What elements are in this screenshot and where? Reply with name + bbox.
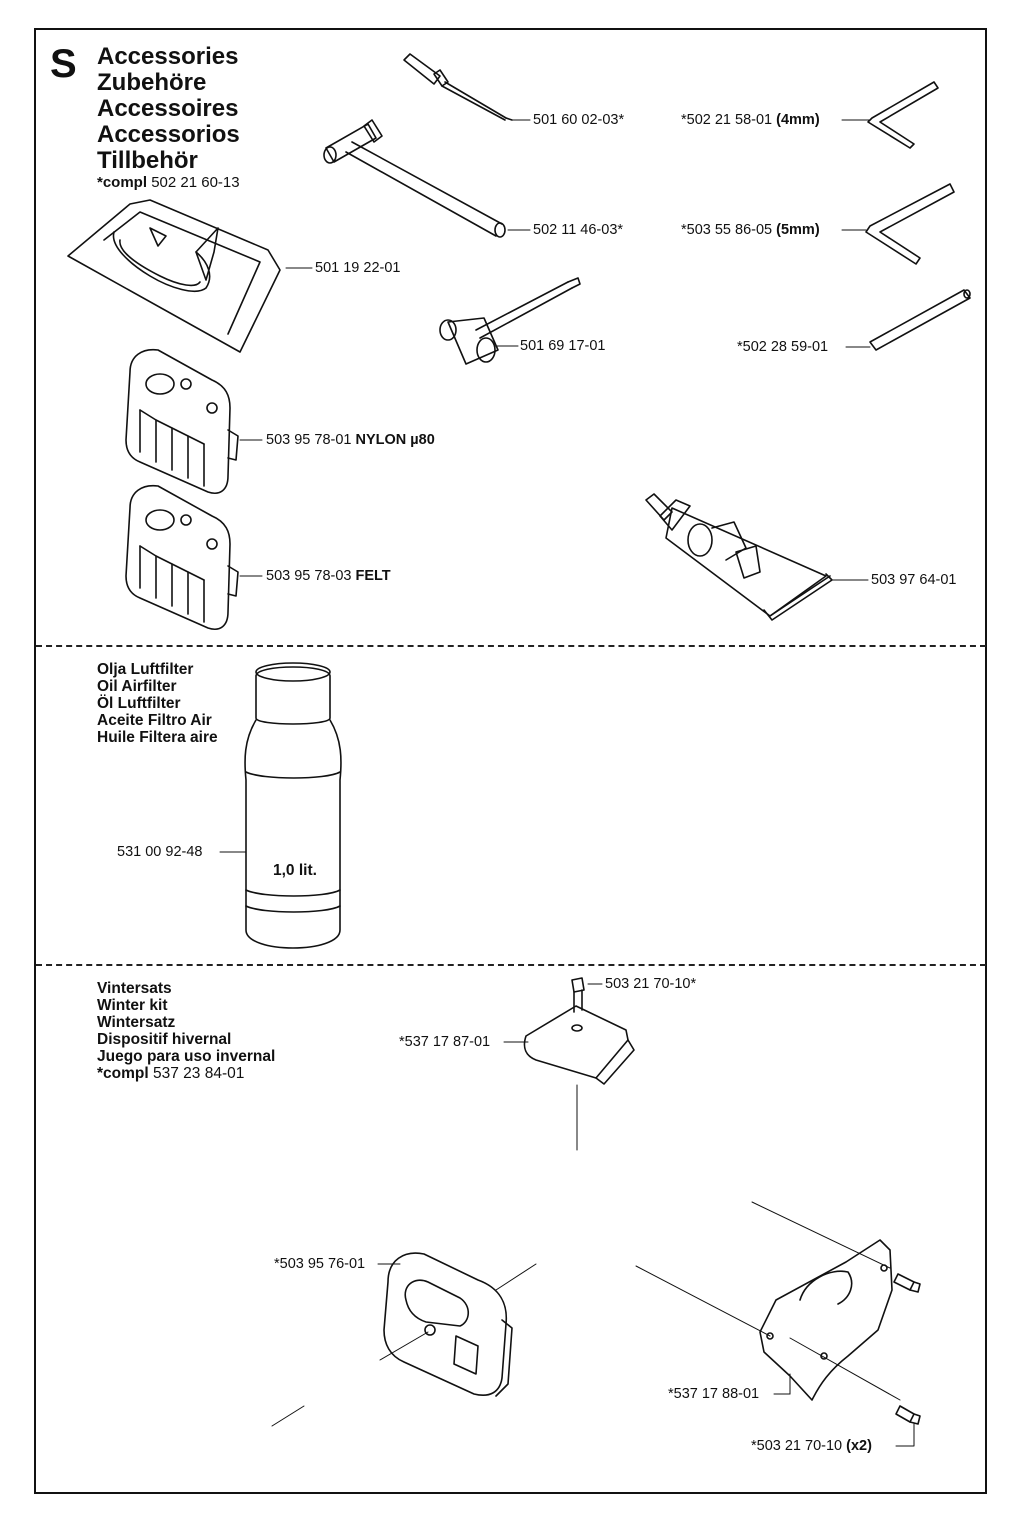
screws-illustration [893,1273,921,1425]
title-sv: Tillbehör [97,147,198,174]
compl-number: 502 21 60-13 [151,174,240,191]
rod-illustration [869,289,971,351]
filter-felt-illustration [125,484,239,630]
part-number-screws: *503 21 70-10 (x2) [751,1438,872,1454]
compl-label: *compl [97,174,148,191]
part-number-plate: *537 17 87-01 [399,1034,491,1050]
part-number-rod: *502 28 59-01 [737,339,829,355]
oil-headings: Olja Luftfilter Oil Airfilter Öl Luftfil… [97,661,218,746]
filter-cover-illustration [271,1252,537,1427]
housing-illustration [635,1201,901,1401]
part-number-grease: 503 97 64-01 [871,572,957,588]
filter-nylon-illustration [125,348,239,494]
title-es: Accessorios [97,121,240,148]
oil-bottle-illustration [244,662,342,949]
screw-top-illustration [571,977,585,1013]
plug-wrench-illustration [439,277,581,365]
title-fr: Accessoires [97,95,239,122]
section-divider [36,645,986,647]
part-number-bag: 501 19 22-01 [315,260,401,276]
part-number-hex-key-5: *503 55 86-05 (5mm) [681,222,820,238]
part-number-filter-nylon: 503 95 78-01 NYLON µ80 [266,432,435,448]
pin-illustration [403,53,513,121]
winter-plate-illustration [523,1005,635,1151]
t-wrench-illustration [323,119,506,238]
winter-headings: Vintersats Winter kit Wintersatz Disposi… [97,980,276,1082]
section-letter: S [50,42,77,86]
part-number-hex-key-4: *502 21 58-01 (4mm) [681,112,820,128]
grease-tube-illustration [645,493,833,621]
part-number-screw-top: 503 21 70-10* [605,976,697,992]
tool-bag-illustration [67,199,281,353]
hex-key-4mm-illustration [867,81,939,149]
title-en: Accessories [97,43,239,70]
part-number-t-wrench: 502 11 46-03* [533,222,624,238]
part-number-housing: *537 17 88-01 [668,1386,760,1402]
page-frame [34,28,987,1494]
hex-key-5mm-illustration [865,183,955,265]
part-number-filter-felt: 503 95 78-03 FELT [266,568,391,584]
part-number-filter-cover: *503 95 76-01 [274,1256,366,1272]
section-titles: Accessories Zubehöre Accessoires Accesso… [97,43,240,192]
title-de: Zubehöre [97,69,207,96]
part-number-plug-wrench: 501 69 17-01 [520,338,606,354]
part-number-pin: 501 60 02-03* [533,112,625,128]
section-divider [36,964,986,966]
part-number-oil: 531 00 92-48 [117,844,203,860]
oil-volume-label: 1,0 lit. [273,862,317,879]
